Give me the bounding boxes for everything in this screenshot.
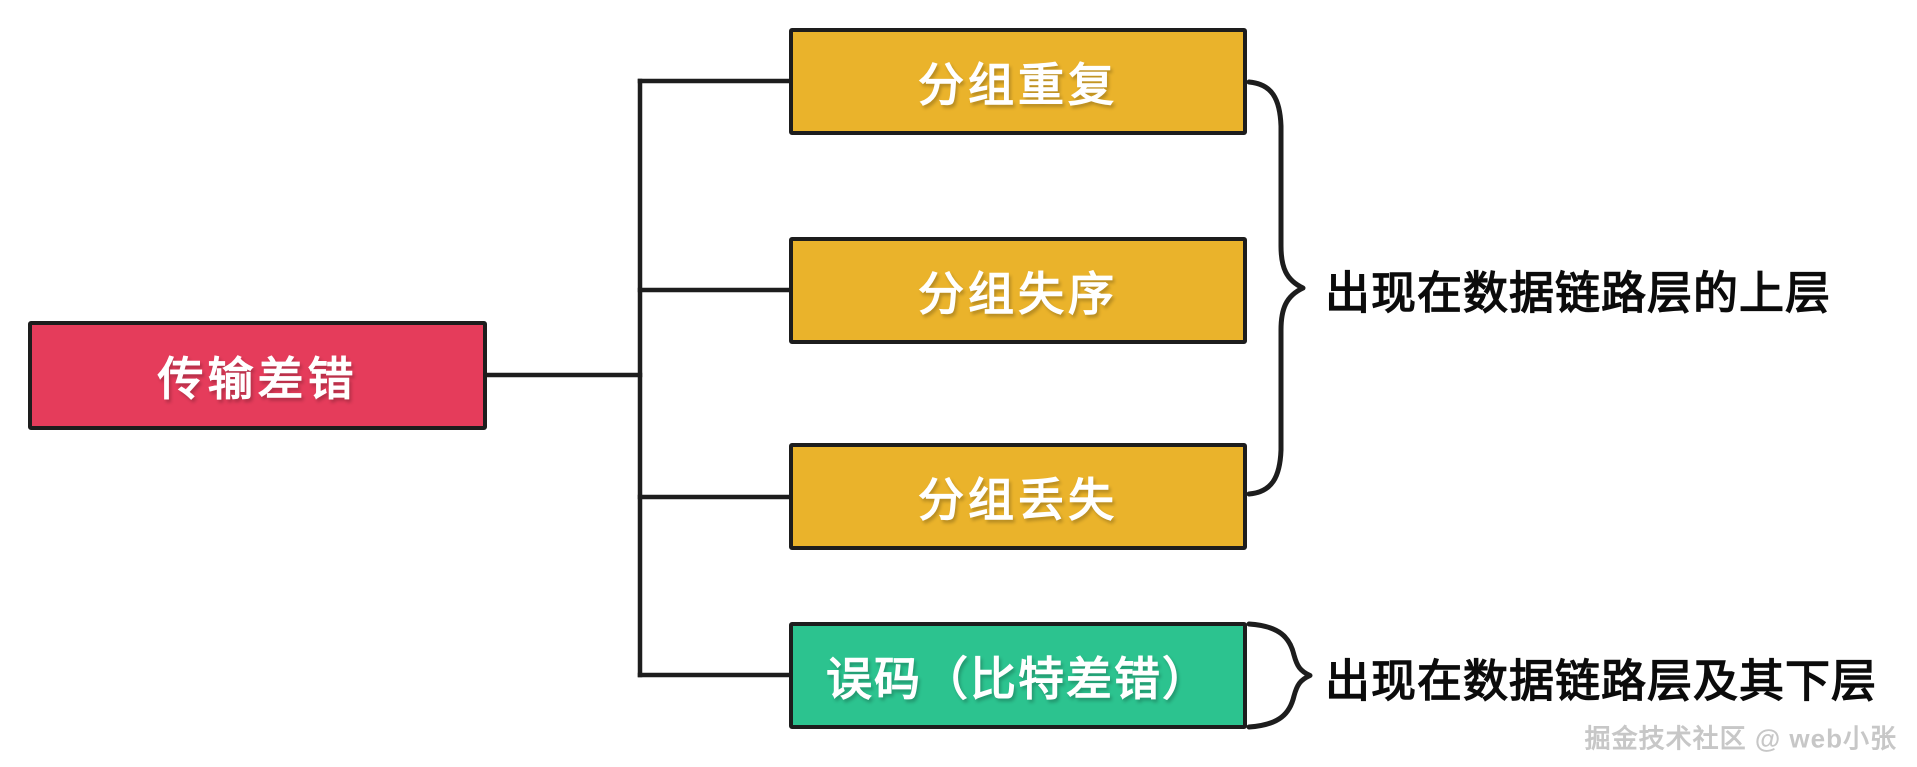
watermark: 掘金技术社区 @ web小张 (1584, 723, 1897, 754)
node-transmission-error: 传输差错 (28, 321, 487, 430)
brace-layer (1246, 79, 1313, 730)
annotation-datalink-and-below: 出现在数据链路层及其下层 (1325, 655, 1878, 707)
annotation-upper-layers: 出现在数据链路层的上层 (1325, 267, 1832, 319)
node-bit-error: 误码（比特差错） (789, 622, 1247, 729)
brace-upper-group (1246, 79, 1306, 497)
node-packet-disorder: 分组失序 (789, 237, 1247, 344)
node-packet-duplication: 分组重复 (789, 28, 1247, 135)
node-packet-loss: 分组丢失 (789, 443, 1247, 550)
connector-lines (484, 78, 792, 678)
brace-bit-error (1246, 621, 1313, 730)
